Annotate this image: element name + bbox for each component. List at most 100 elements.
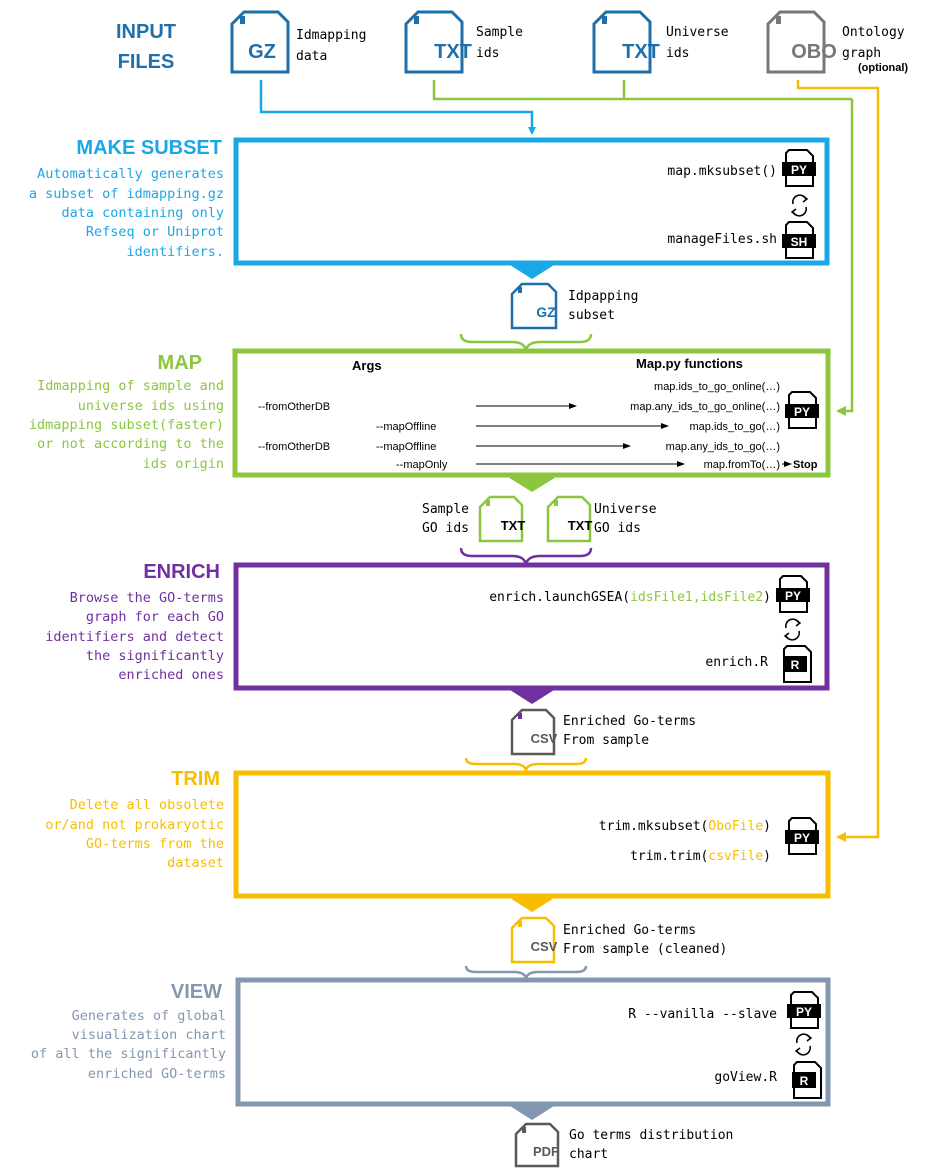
r-file-icon: R [783, 645, 812, 683]
idmapping-subset-label-line1: Idpapping [568, 289, 638, 304]
enrich-desc-line1: Browse the GO-terms [70, 590, 224, 606]
view-desc-line4: enriched GO-terms [88, 1066, 226, 1082]
map-arg-from-other-db-1: --fromOtherDB [258, 401, 330, 413]
trim-func1-prefix: trim.mksubset( [599, 819, 709, 834]
idmapping-label-line2: data [296, 49, 327, 64]
enrich-func1: enrich.launchGSEA(idsFile1,idsFile2) [489, 590, 771, 605]
trim-title: TRIM [171, 768, 220, 790]
universe-go-txt-file-icon: TXT [546, 495, 593, 543]
trim-brace [464, 965, 588, 982]
map-arg-map-offline-2: --mapOffline [376, 441, 436, 453]
enrich-title: ENRICH [143, 561, 220, 583]
view-section: VIEW Generates of global visualization c… [31, 977, 831, 1168]
input-section: INPUT FILES GZ Idmapping data TXT Sample… [116, 10, 908, 74]
enrich-desc-line4: the significantly [86, 648, 224, 664]
py-file-icon: PY [776, 575, 810, 613]
enriched-csv-ext: CSV [531, 731, 558, 746]
input-title-line2: FILES [118, 51, 175, 73]
make-subset-desc-line2: a subset of idmapping.gz [29, 186, 224, 202]
trim-func2-prefix: trim.trim( [630, 849, 708, 864]
trim-desc-line4: dataset [167, 855, 224, 871]
cleaned-output-label-line2: From sample (cleaned) [563, 942, 727, 957]
map-func-any-ids-to-go-online: map.any_ids_to_go_online(…) [630, 401, 780, 413]
sample-label-line2: ids [476, 46, 499, 61]
trim-func1-args: OboFile [708, 819, 763, 834]
enrich-r-label: R [791, 658, 800, 672]
make-subset-down-chevron [510, 265, 554, 279]
py-file-icon: PY [787, 991, 821, 1029]
map-arg-map-only: --mapOnly [396, 459, 448, 471]
trim-box [233, 770, 831, 899]
py-file-icon: PY [782, 149, 816, 187]
map-stop-label: Stop [793, 459, 818, 471]
sync-icon [783, 618, 802, 641]
pdf-ext: PDF [533, 1144, 559, 1159]
map-arg-map-offline-1: --mapOffline [376, 421, 436, 433]
py-file-icon: PY [785, 391, 819, 429]
trim-func1: trim.mksubset(OboFile) [599, 819, 771, 834]
map-py-label: PY [794, 405, 810, 419]
universe-txt-file-icon: TXT [592, 10, 660, 74]
view-desc-line3: of all the significantly [31, 1046, 226, 1062]
obo-file-ext: OBO [791, 41, 837, 63]
universe-go-ext: TXT [568, 518, 593, 533]
enriched-output-label-line2: From sample [563, 733, 649, 748]
pdf-output-label-line2: chart [569, 1147, 608, 1162]
make-subset-desc-line5: identifiers. [126, 244, 224, 260]
gz-file-icon: GZ [230, 10, 290, 74]
make-subset-desc-line3: data containing only [61, 205, 224, 221]
make-subset-desc-line4: Refseq or Uniprot [86, 224, 224, 240]
sh-file-icon: SH [782, 221, 816, 259]
sample-ids-connector [432, 80, 852, 101]
make-subset-section: MAKE SUBSET Automatically generates a su… [29, 137, 830, 351]
map-func-ids-to-go-online: map.ids_to_go_online(…) [654, 381, 780, 393]
obo-to-trim-connector [796, 80, 880, 842]
map-brace [459, 547, 593, 565]
sample-label-line1: Sample [476, 25, 523, 40]
enrich-func1-prefix: enrich.launchGSEA( [489, 590, 630, 605]
idmapping-subset-label-line2: subset [568, 308, 615, 323]
view-desc-line2: visualization chart [72, 1027, 226, 1043]
map-title: MAP [158, 352, 202, 374]
sample-go-txt-file-icon: TXT [478, 495, 526, 543]
map-down-chevron [508, 477, 556, 492]
idmapping-subset-file-icon: GZ [510, 282, 558, 330]
map-section: MAP Idmapping of sample and universe ids… [29, 348, 831, 565]
cleaned-output-label-line1: Enriched Go-terms [563, 923, 696, 938]
trim-section: TRIM Delete all obsolete or/and not prok… [45, 768, 831, 982]
map-func-from-to: map.fromTo(…) [704, 459, 780, 471]
enrich-brace [464, 757, 588, 774]
trim-desc-line3: GO-terms from the [86, 836, 224, 852]
obo-file-icon: OBO [766, 10, 837, 74]
map-desc-line2: universe ids using [78, 398, 224, 414]
make-subset-title: MAKE SUBSET [76, 137, 222, 159]
gz-file-ext: GZ [248, 41, 276, 63]
sync-icon [790, 194, 809, 217]
make-subset-func1: map.mksubset() [667, 164, 777, 179]
map-desc-line3: idmapping subset(faster) [29, 417, 224, 433]
sync-icon [794, 1033, 813, 1056]
trim-desc-line2: or/and not prokaryotic [45, 817, 224, 833]
trim-func2: trim.trim(csvFile) [630, 849, 771, 864]
make-subset-sh-label: SH [791, 235, 808, 249]
map-arg-from-other-db-2: --fromOtherDB [258, 441, 330, 453]
universe-go-ids-label-line2: GO ids [594, 521, 641, 536]
sample-go-ext: TXT [501, 518, 526, 533]
make-subset-py-label: PY [791, 163, 807, 177]
enrich-section: ENRICH Browse the GO-terms graph for eac… [45, 561, 830, 774]
map-functions-header: Map.py functions [636, 356, 743, 371]
gz-to-subset-connector [259, 80, 536, 135]
map-desc-line4: or not according to the [37, 436, 224, 452]
universe-label-line2: ids [666, 46, 689, 61]
pdf-file-icon: PDF [514, 1122, 560, 1168]
ontology-label-line2: graph [842, 46, 881, 61]
enrich-box [233, 562, 830, 691]
sample-txt-file-icon: TXT [404, 10, 472, 74]
view-func1: R --vanilla --slave [628, 1007, 777, 1022]
input-connectors [259, 80, 880, 842]
ontology-label-line1: Ontology [842, 25, 905, 40]
make-subset-brace [459, 333, 593, 351]
view-r-label: R [800, 1074, 809, 1088]
cleaned-csv-file-icon: CSV [510, 916, 558, 964]
view-py-label: PY [796, 1005, 812, 1019]
